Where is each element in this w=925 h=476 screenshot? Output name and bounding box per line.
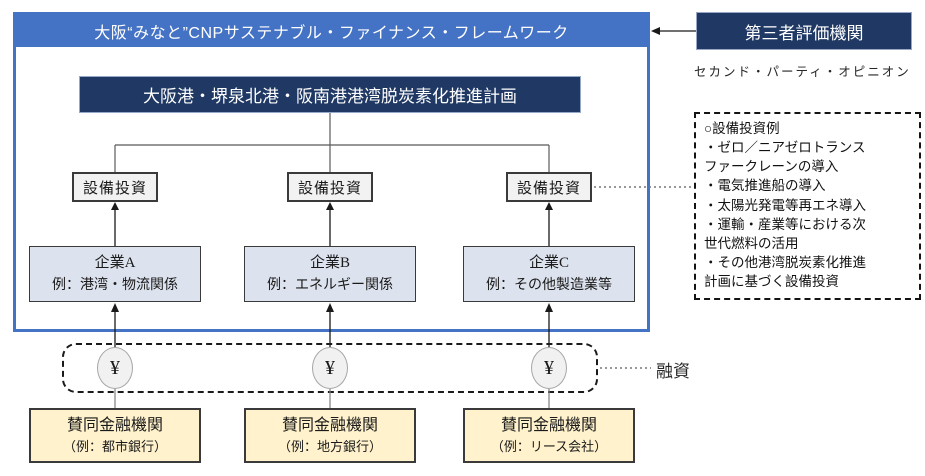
yen-icon: ¥ [312, 347, 348, 389]
bank-name: 賛同金融機関 [500, 417, 597, 435]
framework-title: 大阪“みなと”CNPサステナブル・ファイナンス・フレームワーク [16, 15, 647, 47]
company-example: 例：エネルギー関係 [267, 277, 393, 293]
company-box-c: 企業C 例：その他製造業等 [463, 246, 635, 302]
bank-box-3: 賛同金融機関 （例：リース会社） [463, 408, 635, 463]
yen-icon: ¥ [97, 347, 133, 389]
evaluator-arrow [651, 27, 696, 35]
company-name: 企業A [94, 255, 136, 272]
second-party-opinion-label: セカンド・パーティ・オピニオン [694, 65, 911, 79]
loan-label: 融資 [656, 362, 690, 381]
company-box-b: 企業B 例：エネルギー関係 [244, 246, 416, 302]
company-box-a: 企業A 例：港湾・物流関係 [29, 246, 201, 302]
bank-name: 賛同金融機関 [66, 417, 163, 435]
company-name: 企業B [309, 255, 350, 272]
investment-examples-box: ○設備投資例 ・ゼロ／ニアゼロトランス ファークレーンの導入 ・電気推進船の導入… [694, 112, 921, 300]
bank-example: （例：地方銀行） [277, 438, 382, 454]
investment-box-3: 設備投資 [506, 172, 592, 202]
decarbonization-plan-box: 大阪港・堺泉北港・阪南港港湾脱炭素化推進計画 [79, 76, 581, 113]
bank-example: （例：都市銀行） [62, 438, 167, 454]
bank-name: 賛同金融機関 [281, 417, 378, 435]
investment-box-2: 設備投資 [287, 172, 373, 202]
third-party-evaluator-box: 第三者評価機関 [696, 12, 912, 50]
bank-box-2: 賛同金融機関 （例：地方銀行） [244, 408, 416, 463]
company-example: 例：その他製造業等 [486, 277, 612, 293]
company-name: 企業C [528, 255, 569, 272]
bank-box-1: 賛同金融機関 （例：都市銀行） [29, 408, 201, 463]
bank-example: （例：リース会社） [490, 438, 608, 454]
yen-icon: ¥ [531, 347, 567, 389]
investment-box-1: 設備投資 [72, 172, 158, 202]
company-example: 例：港湾・物流関係 [52, 277, 178, 293]
